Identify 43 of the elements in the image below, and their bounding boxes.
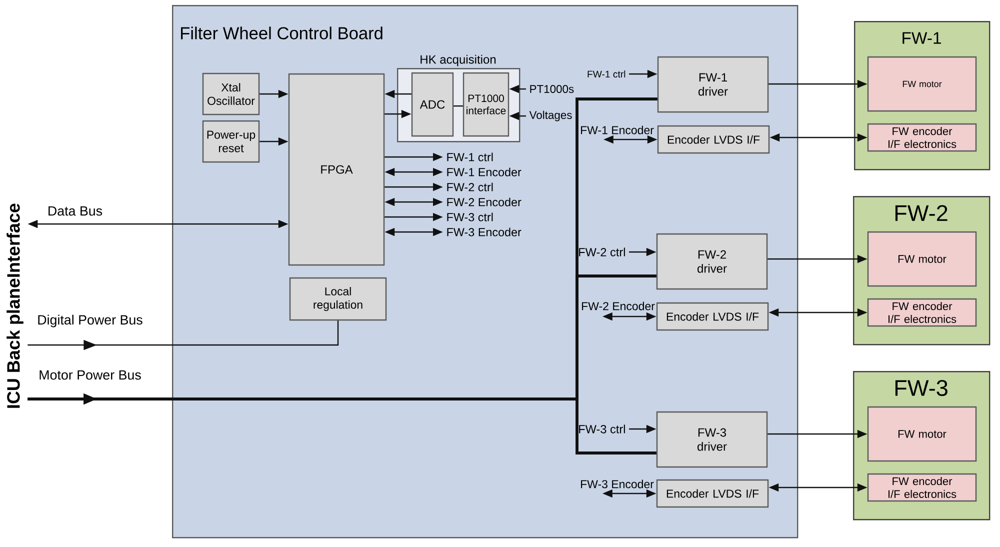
signal-label: FW-1 ctrl	[588, 70, 626, 78]
connector-line	[454, 105, 463, 107]
input-label: PT1000s	[530, 85, 574, 93]
signal-label: FW-3 ctrl	[579, 424, 625, 434]
signal-label: FW-1 Encoder	[447, 168, 522, 176]
driver-box: FW-3 driver	[656, 411, 768, 468]
signal-label: FW-1 ctrl	[447, 152, 493, 162]
motor-box: FW motor	[867, 406, 977, 462]
electronics-box: FW encoder I/F electronics	[867, 298, 977, 327]
encoder-interface-box: Encoder LVDS I/F	[656, 479, 769, 508]
signal-label: FW-2 ctrl	[579, 248, 625, 256]
interface-label: ICU Back planeInterface	[6, 204, 24, 408]
regulator-box: Local regulation	[289, 277, 387, 321]
signal-label: FW-2 ctrl	[447, 182, 493, 192]
driver-box: FW-1 driver	[657, 56, 769, 113]
driver-box: FW-2 driver	[656, 233, 768, 290]
motor-box: FW motor	[867, 231, 977, 287]
input-label: Voltages	[529, 110, 572, 122]
signal-label: FW-3 ctrl	[447, 212, 493, 222]
encoder-interface-box: Encoder LVDS I/F	[657, 125, 770, 154]
edge-label: FW-1 Encoder	[578, 124, 656, 136]
electronics-box: FW encoder I/F electronics	[867, 123, 977, 152]
unit-title: FW-1	[902, 32, 941, 44]
edge-label: Digital Power Bus	[36, 313, 144, 329]
edge-label: Data Bus	[46, 205, 104, 217]
reset-box: Power-up reset	[202, 120, 260, 163]
unit-title: FW-2	[895, 205, 948, 221]
signal-label: FW-3 Encoder	[447, 228, 522, 236]
motor-box: FW motor	[867, 56, 977, 112]
edge-label: Motor Power Bus	[37, 369, 143, 382]
encoder-interface-box: Encoder LVDS I/F	[656, 302, 769, 331]
edge-label: FW-3 Encoder	[578, 478, 656, 490]
edge-label: FW-2 Encoder	[580, 300, 656, 312]
oscillator-box: Xtal Oscillator	[202, 72, 260, 116]
group-title: HK acquisition	[420, 54, 496, 66]
electronics-box: FW encoder I/F electronics	[867, 473, 977, 502]
arrow	[28, 394, 656, 454]
fpga-box: FPGA	[288, 73, 385, 266]
signal-label: FW-2 Encoder	[447, 198, 522, 206]
interface-box: PT1000 interface	[462, 72, 510, 137]
unit-title: FW-3	[895, 380, 948, 396]
adc-box: ADC	[411, 72, 454, 137]
board-title: Filter Wheel Control Board	[181, 26, 382, 40]
